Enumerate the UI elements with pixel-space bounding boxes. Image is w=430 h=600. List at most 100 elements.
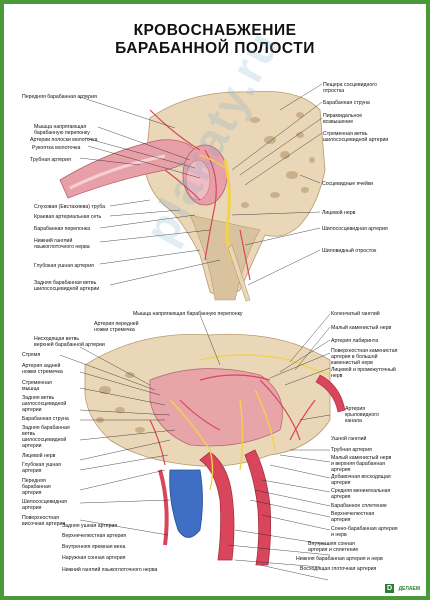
label-anterior-tympanic-artery: Передняя барабанная артерия — [22, 94, 97, 100]
label-maxillary-artery-right-2: артерия — [331, 517, 351, 523]
label-maxillary-artery-right-1: Верхнечелюстная — [331, 511, 375, 517]
label-malleolar-arteries: Артерии полоски молоточка — [30, 137, 98, 143]
label-mastoid-antrum-2: отростка — [323, 88, 345, 94]
bottom-small-arteries — [149, 374, 316, 466]
label-accessory-ascending-2: артерия — [331, 480, 351, 486]
label-pyramidal-eminence-2: возвышение — [323, 119, 354, 125]
mastoid-cells — [241, 112, 315, 208]
label-internal-carotid-1: Внутренняя сонная — [308, 541, 355, 547]
label-tympanic-membrane: Барабанная перепонка — [34, 226, 90, 232]
label-inferior-glossopharyngeal-ganglion-1: Нижний ганглий — [34, 238, 73, 244]
label-caroticotympanic-2: и нерв — [331, 532, 347, 538]
label-chorda-tympani: Барабанная струна — [323, 100, 370, 106]
label-anterior-crus-artery-1: Артерия передней — [94, 321, 139, 327]
label-anterior-tympanic-bottom-3: артерия — [22, 490, 42, 496]
logo-text: ДЕЛАЕМ — [398, 586, 420, 592]
label-marginal-arterial-network: Краевая артериальная сеть — [34, 214, 102, 220]
bottom-leader-lines — [59, 313, 331, 581]
label-internal-carotid-2: артерия и сплетение — [308, 547, 359, 553]
label-inferior-tympanic: Нижняя барабанная артерия и нерв — [296, 556, 383, 562]
label-facial-nerve-top: Лицевой нерв — [322, 210, 356, 216]
label-posterior-crus-artery-1: Артерия задней — [22, 363, 61, 369]
title-line-2: БАРАБАННОЙ ПОЛОСТИ — [115, 40, 315, 57]
label-facial-intermediate-1: Лицевой и промежуточный — [331, 367, 396, 373]
title-line-1: КРОВОСНАБЖЕНИЕ — [133, 22, 297, 39]
top-leader-lines — [79, 83, 323, 286]
label-pterygoid-canal-artery-2: крыловидного — [345, 412, 379, 418]
label-descending-branch-2: верхней барабанной артерии — [34, 342, 105, 348]
external-carotid-artery — [244, 449, 272, 566]
label-posterior-tympanic-branch-1: Задняя барабанная ветвь — [34, 280, 97, 286]
label-deep-auricular-2: артерия — [22, 468, 42, 474]
label-superficial-petrosal-2: артерия в большой — [331, 354, 378, 360]
bottom-nerves — [169, 354, 331, 491]
label-posterior-branch-1: Задняя ветвь — [22, 395, 55, 401]
top-figure — [59, 91, 326, 302]
label-tubal-artery-bottom: Трубная артерия — [331, 447, 372, 453]
label-pterygoid-canal-artery-3: канала — [345, 418, 362, 424]
eustachian-tube-lumen — [69, 154, 166, 190]
label-lesser-petrosal-superior-2: и верхняя барабанная — [331, 461, 385, 467]
internal-jugular-vein — [169, 469, 203, 538]
label-anterior-tympanic-bottom-1: Передняя — [22, 478, 46, 484]
label-stylomastoid-bottom-2: артерия — [22, 505, 42, 511]
label-deep-auricular-1: Глубокая ушная — [22, 462, 61, 468]
label-mastoid-cells: Сосцевидные ячейки — [322, 181, 374, 187]
label-pyramidal-eminence-1: Пирамидальное — [323, 113, 363, 119]
top-arteries — [149, 109, 251, 281]
label-stapes: Стремя — [22, 352, 41, 358]
label-stapedius-1: Стременная — [22, 380, 52, 386]
label-stapedial-branch-2: шилососцевидной артерии — [323, 137, 389, 143]
bottom-tympanic-mucosa — [149, 368, 283, 447]
label-tympanic-plexus: Барабанное сплетение — [331, 503, 387, 509]
label-lesser-petrosal-nerve: Малый каменистый нерв — [331, 325, 392, 331]
label-stapedial-branch-1: Стременная ветвь — [323, 131, 368, 137]
bottom-bone-cells — [96, 372, 145, 433]
label-pterygoid-canal-artery-1: Артерия — [345, 406, 366, 412]
label-tensor-tympani-1: Мышца напрягающая — [34, 124, 87, 130]
label-anterior-tympanic-bottom-2: барабанная — [22, 484, 51, 490]
maxillary-artery — [158, 469, 169, 546]
label-ascending-pharyngeal: Восходящая глоточная артерия — [300, 566, 377, 572]
label-lesser-petrosal-superior-3: артерия — [331, 467, 351, 473]
label-posterior-auricular: Задняя ушная артерия — [62, 523, 118, 529]
label-tensor-tympani-bottom: Мышца напрягающая барабанную перепонку — [133, 311, 243, 317]
label-maxillary-artery-bottom: Верхнечелюстная артерия — [62, 533, 127, 539]
label-inferior-ganglion-bottom: Нижний ганглий языкоглоточного нерва — [62, 567, 158, 573]
label-posterior-tympanic-4: артерии — [22, 443, 42, 449]
logo-icon: D — [385, 584, 394, 593]
label-stapedius-2: мышца — [22, 386, 40, 392]
label-middle-meningeal-1: Средняя менингеальная — [331, 488, 391, 494]
label-geniculate-ganglion: Коленчатый ганглий — [331, 311, 380, 317]
label-superficial-petrosal-3: каменистый нерв — [331, 360, 373, 366]
tympanic-membrane — [185, 159, 211, 201]
label-eustachian-tube: Слуховая (Евстахиева) труба — [34, 204, 106, 210]
label-deep-auricular-artery: Глубокая ушная артерия — [34, 263, 94, 269]
label-internal-jugular: Внутренняя яремная вена — [62, 544, 126, 550]
pterygoid-canal-artery — [315, 374, 346, 413]
chorda-tympani — [199, 154, 229, 171]
label-descending-branch-1: Нисходящая ветвь — [34, 336, 80, 342]
label-caroticotympanic-1: Сонно-барабанная артерия — [331, 526, 398, 532]
label-posterior-tympanic-branch-2: шилососцевидной артерии — [34, 286, 100, 292]
label-posterior-tympanic-2: ветвь — [22, 431, 36, 437]
label-malleus-handle: Рукоятка молоточка — [32, 145, 81, 151]
label-posterior-tympanic-1: Задняя барабанная — [22, 425, 70, 431]
page-title: КРОВОСНАБЖЕНИЕ БАРАБАННОЙ ПОЛОСТИ — [0, 22, 430, 58]
label-styloid-process: Шиловидный отросток — [322, 248, 377, 254]
label-middle-meningeal-2: артерия — [331, 494, 351, 500]
label-accessory-ascending-1: Добавочная восходящая — [331, 474, 391, 480]
label-stylomastoid-artery-top: Шилососцевидная артерия — [322, 226, 388, 232]
label-tubal-artery: Трубная артерия — [30, 157, 71, 163]
label-posterior-tympanic-3: шилососцевидной — [22, 437, 67, 443]
label-posterior-crus-artery-2: ножки стремечка — [22, 369, 63, 375]
label-posterior-branch-2: шилососцевидной — [22, 401, 67, 407]
label-tensor-tympani-2: барабанную перепонку — [34, 130, 90, 136]
label-labyrinthine-artery: Артерия лабиринта — [331, 338, 379, 344]
label-inferior-glossopharyngeal-ganglion-2: языкоглоточного нерва — [34, 244, 90, 250]
label-mastoid-antrum-1: Пещера сосцевидного — [323, 82, 377, 88]
label-otic-ganglion: Ушной ганглий — [331, 436, 367, 442]
label-superficial-temporal-1: Поверхностная — [22, 515, 59, 521]
label-external-carotid: Наружная сонная артерия — [62, 555, 126, 561]
